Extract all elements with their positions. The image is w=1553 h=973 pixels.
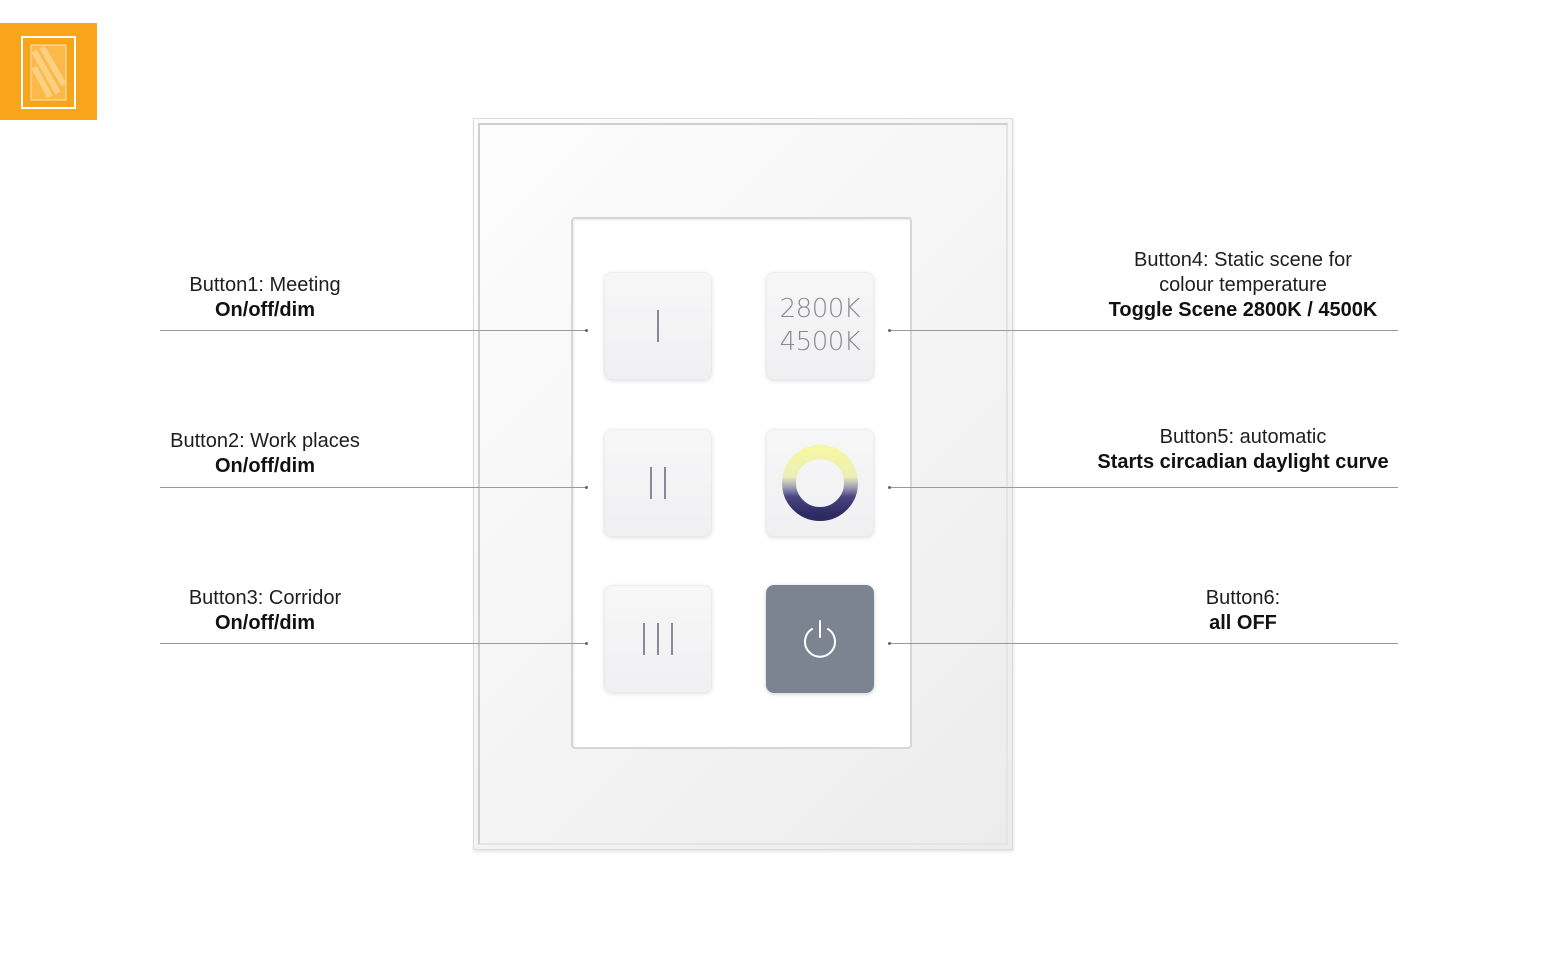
button-2-action: On/off/dim: [215, 455, 315, 477]
button-1[interactable]: [604, 272, 712, 380]
button-6[interactable]: [766, 585, 874, 693]
circadian-ring-icon: [782, 445, 858, 521]
button-4-title-line2: colour temperature: [1159, 274, 1327, 296]
button-4-leader-dot: [888, 329, 891, 332]
button-2-label: Button2: Work places On/off/dim: [135, 429, 395, 479]
button-6-label: Button6: all OFF: [1073, 586, 1413, 636]
button-1-label: Button1: Meeting On/off/dim: [135, 273, 395, 323]
button-5-leader-dot: [888, 486, 891, 489]
button-1-leader-dot: [585, 329, 588, 332]
button-3-leader-dot: [585, 642, 588, 645]
power-icon: [804, 620, 836, 658]
button-1-action: On/off/dim: [215, 299, 315, 321]
double-stroke-icon: [650, 467, 666, 499]
button-4-title-line1: Button4: Static scene for: [1134, 249, 1352, 271]
button-1-title: Button1: Meeting: [189, 274, 341, 296]
button-2-title: Button2: Work places: [170, 430, 360, 452]
temp-label-bottom: 4500K: [779, 327, 861, 357]
button-3[interactable]: [604, 585, 712, 693]
button-5-leader: [891, 487, 1398, 488]
button-4[interactable]: 2800K 4500K: [766, 272, 874, 380]
button-5-label: Button5: automatic Starts circadian dayl…: [1073, 425, 1413, 475]
button-3-action: On/off/dim: [215, 612, 315, 634]
button-6-leader: [891, 643, 1398, 644]
logo-icon: [0, 23, 97, 120]
button-2-leader-dot: [585, 486, 588, 489]
button-3-label: Button3: Corridor On/off/dim: [135, 586, 395, 636]
button-2-leader: [160, 487, 586, 488]
temp-label-top: 2800K: [779, 294, 861, 324]
button-3-title: Button3: Corridor: [188, 587, 342, 609]
button-4-label: Button4: Static scene for colour tempera…: [1073, 248, 1413, 323]
button-6-title: Button6:: [1205, 587, 1281, 609]
button-3-leader: [160, 643, 586, 644]
button-5-action: Starts circadian daylight curve: [1097, 451, 1389, 473]
button-1-leader: [160, 330, 586, 331]
single-stroke-icon: [657, 310, 659, 342]
button-5-title: Button5: automatic: [1159, 426, 1327, 448]
frame-inner-border: [478, 123, 1008, 845]
button-5[interactable]: [766, 429, 874, 537]
button-2[interactable]: [604, 429, 712, 537]
button-4-leader: [891, 330, 1398, 331]
button-4-action: Toggle Scene 2800K / 4500K: [1108, 299, 1378, 321]
button-6-action: all OFF: [1209, 612, 1277, 634]
button-6-leader-dot: [888, 642, 891, 645]
triple-stroke-icon: [643, 623, 673, 655]
